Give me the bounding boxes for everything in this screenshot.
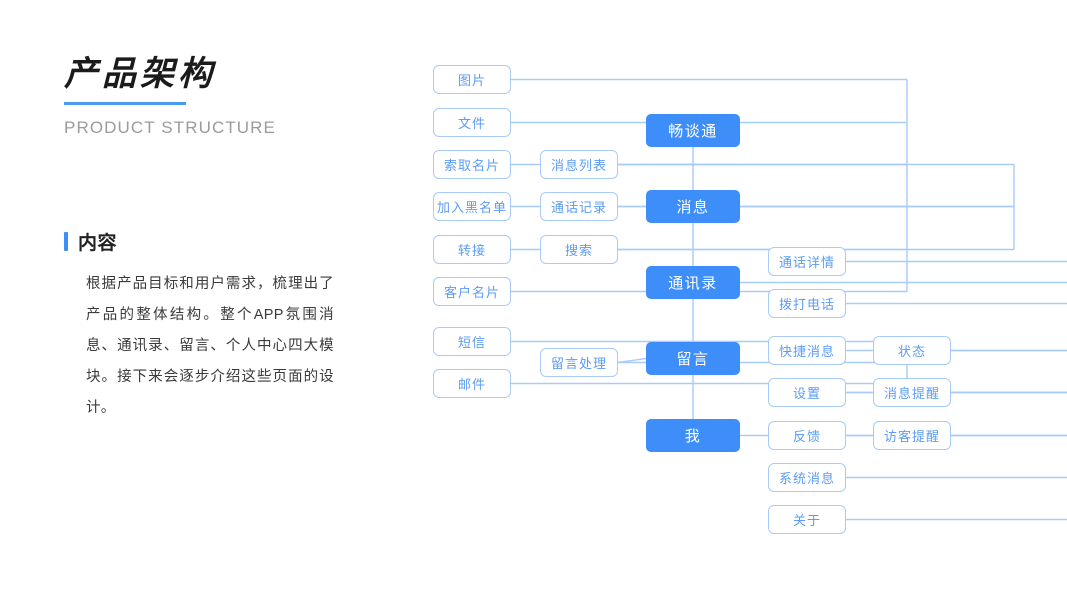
content-heading: 内容 [64,228,334,255]
node-tonghuajilu[interactable]: 通话记录 [540,192,618,221]
right-panel: 图片文件索取名片加入黑名单转接客户名片 消息列表通话记录搜索短信邮件留言处理 通话详… [384,0,1067,600]
node-xitongxiaoxi[interactable]: 系统消息 [768,463,846,492]
node-youjian[interactable]: 邮件 [433,369,511,398]
node-xiaoxitixing[interactable]: 消息提醒 [873,378,951,407]
node-changtantong[interactable]: 畅谈通 [646,114,740,147]
node-fankui[interactable]: 反馈 [768,421,846,450]
node-xiaoxiliebiao[interactable]: 消息列表 [540,150,618,179]
node-duanxin[interactable]: 短信 [433,327,511,356]
left-panel: 产品架构 PRODUCT STRUCTURE 内容 根据产品目标和用户需求，梳理… [0,0,384,600]
node-tupian[interactable]: 图片 [433,65,511,94]
node-kehumingpian[interactable]: 客户名片 [433,277,511,306]
page-title: 产品架构 [64,55,216,93]
node-zhuanjie[interactable]: 转接 [433,235,511,264]
node-liuyan[interactable]: 留言 [646,342,740,375]
node-kuaijiexiaoxi[interactable]: 快捷消息 [768,336,846,365]
content-heading-label: 内容 [78,233,118,254]
node-wo[interactable]: 我 [646,419,740,452]
node-bodadianhua[interactable]: 拨打电话 [768,289,846,318]
node-liuyanchuli[interactable]: 留言处理 [540,348,618,377]
node-tonghuaxiangqing[interactable]: 通话详情 [768,247,846,276]
title-underline [64,102,186,105]
node-xiaoxi[interactable]: 消息 [646,190,740,223]
node-shezhi[interactable]: 设置 [768,378,846,407]
title-block: 产品架构 PRODUCT STRUCTURE [64,52,276,138]
node-sousuo[interactable]: 搜索 [540,235,618,264]
content-paragraph: 根据产品目标和用户需求，梳理出了产品的整体结构。整个APP氛围消息、通讯录、留言… [86,276,334,416]
product-structure-diagram: 图片文件索取名片加入黑名单转接客户名片 消息列表通话记录搜索短信邮件留言处理 通话详… [384,0,1067,600]
node-wenjian[interactable]: 文件 [433,108,511,137]
content-block: 内容 根据产品目标和用户需求，梳理出了产品的整体结构。整个APP氛围消息、通讯录… [64,228,334,424]
node-guanyu[interactable]: 关于 [768,505,846,534]
accent-bar-icon [64,232,68,251]
page-subtitle: PRODUCT STRUCTURE [64,118,277,137]
node-suoqumingpian[interactable]: 索取名片 [433,150,511,179]
node-fangketixing[interactable]: 访客提醒 [873,421,951,450]
node-tongxunlu[interactable]: 通讯录 [646,266,740,299]
node-zhuangtai[interactable]: 状态 [873,336,951,365]
node-heimingdan[interactable]: 加入黑名单 [433,192,511,221]
